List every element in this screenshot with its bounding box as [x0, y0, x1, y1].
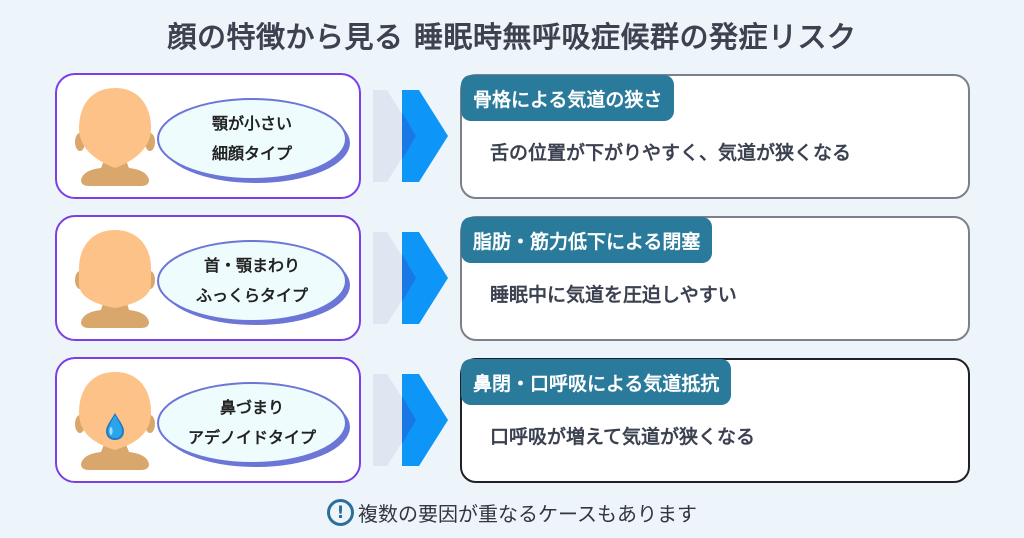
face-type-label-line1: 首・顎まわり — [203, 256, 300, 275]
chevron-right-icon — [373, 232, 448, 324]
face-narrow-icon — [75, 88, 155, 186]
risk-card: 鼻閉・口呼吸による気道抵抗 口呼吸が増えて気道が狭くなる — [460, 358, 970, 483]
face-type-bubble: 首・顎まわり ふっくらタイプ — [157, 240, 353, 328]
face-type-label-line1: 顎が小さい — [211, 114, 292, 133]
face-type-card: 首・顎まわり ふっくらタイプ — [55, 215, 361, 341]
risk-row-2: 首・顎まわり ふっくらタイプ 脂肪・筋力低下による閉塞 睡眠中に気道を圧迫しやす… — [0, 215, 1024, 343]
face-type-label-line2: 細顔タイプ — [211, 144, 292, 163]
chevron-right-icon — [373, 374, 448, 466]
face-type-label-line1: 鼻づまり — [219, 398, 284, 417]
risk-card: 骨格による気道の狭さ 舌の位置が下がりやすく、気道が狭くなる — [460, 74, 970, 199]
page-title: 顔の特徴から見る 睡眠時無呼吸症候群の発症リスク — [167, 20, 857, 54]
face-type-label-line2: ふっくらタイプ — [195, 286, 308, 305]
risk-description: 口呼吸が増えて気道が狭くなる — [490, 426, 756, 448]
face-type-card: 顎が小さい 細顔タイプ — [55, 73, 361, 199]
risk-row-1: 顎が小さい 細顔タイプ 骨格による気道の狭さ 舌の位置が下がりやすく、気道が狭く… — [0, 73, 1024, 201]
footnote: ! 複数の要因が重なるケースもあります — [0, 498, 1024, 527]
risk-title-badge: 脂肪・筋力低下による閉塞 — [461, 217, 713, 263]
face-type-bubble: 鼻づまり アデノイドタイプ — [157, 382, 353, 470]
risk-card: 脂肪・筋力低下による閉塞 睡眠中に気道を圧迫しやすい — [460, 216, 970, 341]
face-type-card: 鼻づまり アデノイドタイプ — [55, 357, 361, 483]
risk-description: 舌の位置が下がりやすく、気道が狭くなる — [490, 142, 852, 164]
risk-title-badge: 鼻閉・口呼吸による気道抵抗 — [461, 359, 732, 405]
risk-title-badge: 骨格による気道の狭さ — [461, 75, 675, 121]
face-type-bubble: 顎が小さい 細顔タイプ — [157, 98, 353, 186]
risk-row-3: 鼻づまり アデノイドタイプ 鼻閉・口呼吸による気道抵抗 口呼吸が増えて気道が狭く… — [0, 357, 1024, 485]
chevron-right-icon — [373, 90, 448, 182]
risk-description: 睡眠中に気道を圧迫しやすい — [490, 284, 737, 306]
face-type-label-line2: アデノイドタイプ — [187, 428, 316, 447]
exclamation-circle-icon: ! — [327, 499, 354, 526]
face-round-icon — [75, 230, 155, 328]
face-nasal-drop-icon — [75, 372, 155, 470]
footnote-text: 複数の要因が重なるケースもあります — [358, 502, 697, 526]
